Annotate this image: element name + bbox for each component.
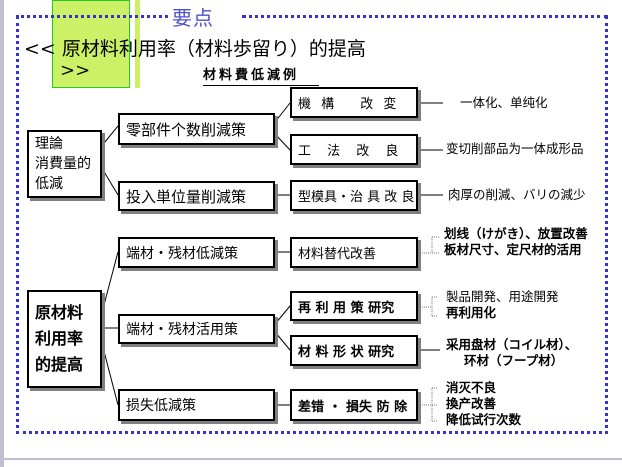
main-title-continuation: >>	[60, 60, 91, 81]
window-frame-left	[0, 0, 4, 467]
connector-line	[274, 331, 291, 351]
connector-line	[99, 164, 119, 196]
result-line: 消灭不良	[446, 380, 497, 395]
strategy-label: 端材・残材低減策	[126, 245, 238, 262]
result-text: 消灭不良 換产改善 降低试行次数	[446, 380, 521, 428]
root-label-line: 的提高	[35, 355, 84, 374]
highlight-rectangle	[52, 0, 130, 88]
measure-box: 差错 ・ 損失 防 除	[290, 389, 418, 421]
diagram-subtitle: 材料費低減例	[203, 64, 319, 86]
result-line: 划线（けがき）、放置改善	[444, 226, 588, 241]
result-line: 一体化、单纯化	[460, 95, 548, 110]
frame-top-left-dots	[16, 15, 168, 18]
result-text: 变切削部品为一体成形品	[446, 141, 584, 157]
section-title: 要点	[172, 6, 214, 30]
connector-line	[99, 251, 119, 321]
strategy-box: 零部件个数削減策	[118, 113, 275, 145]
connector-line	[274, 133, 291, 151]
result-line: 再利用化	[446, 305, 497, 320]
measure-label: 差错 ・ 損失 防 除	[298, 399, 408, 415]
measure-box: 型模具・治 具 改 良	[290, 180, 418, 211]
strategy-box: 端材・残材低減策	[118, 237, 275, 268]
result-text: 肉厚の削減、バリの減少	[448, 187, 586, 203]
root-label-line: 利用率	[35, 329, 84, 348]
dotted-bracket	[418, 387, 438, 422]
dotted-bracket	[418, 236, 440, 254]
result-text: 一体化、单纯化	[460, 95, 548, 111]
root-label-line: 消費量的	[35, 156, 91, 172]
connector-line	[274, 305, 291, 325]
measure-label: 機 構 改 変	[298, 97, 400, 112]
measure-label: 型模具・治 具 改 良	[298, 190, 415, 205]
result-line: 变切削部品为一体成形品	[446, 141, 584, 156]
result-line: 換产改善	[446, 396, 497, 411]
frame-top-right-dots	[242, 15, 608, 18]
result-line: 采用盘材（コイル材）、	[446, 337, 578, 352]
measure-label: 工 法 改 良	[298, 144, 405, 159]
measure-label: 材 料 形 状 研究	[298, 345, 395, 360]
connector-line	[99, 335, 119, 406]
result-line: 环材（フープ材）	[464, 353, 564, 368]
measure-box: 再 利 用 策 研究	[290, 291, 418, 321]
root-box-material-utilization: 原材料 利用率 的提高	[27, 290, 102, 388]
strategy-label: 投入単位量削減策	[126, 187, 247, 206]
result-text: 划线（けがき）、放置改善 板材尺寸、定尺材的活用	[444, 226, 588, 258]
result-line: 肉厚の削減、バリの減少	[448, 187, 586, 202]
strategy-box: 损失低減策	[118, 389, 275, 421]
window-frame-bottom	[0, 458, 622, 460]
result-text: 采用盘材（コイル材）、 环材（フープ材）	[446, 337, 577, 369]
root-label-line: 理論	[35, 136, 63, 152]
measure-box: 機 構 改 変	[290, 87, 418, 118]
strategy-label: 零部件个数削減策	[126, 120, 247, 139]
result-line: 製品開発、用途開発	[446, 289, 559, 304]
strategy-label: 损失低減策	[126, 398, 196, 414]
result-line: 板材尺寸、定尺材的活用	[444, 242, 582, 257]
key-points-frame	[16, 16, 608, 434]
measure-box: 材料替代改善	[290, 237, 418, 268]
measure-box: 材 料 形 状 研究	[290, 335, 418, 366]
measure-label: 再 利 用 策 研究	[298, 300, 395, 316]
result-line: 降低试行次数	[446, 412, 522, 427]
result-text: 製品開発、用途開発 再利用化	[446, 289, 559, 321]
root-label-line: 原材料	[35, 303, 84, 322]
connector-line	[274, 102, 291, 123]
strategy-label: 端材・残材活用策	[126, 322, 238, 338]
main-title: << 原材料利用率（材料歩留り）的提高	[24, 38, 366, 60]
measure-box: 工 法 改 良	[290, 134, 418, 165]
measure-label: 材料替代改善	[298, 247, 377, 262]
strategy-box: 端材・残材活用策	[118, 314, 275, 344]
root-box-theoretical-consumption: 理論 消費量的 低減	[27, 130, 102, 198]
highlight-bar	[135, 0, 140, 88]
connector-line	[99, 125, 119, 149]
strategy-box: 投入単位量削減策	[118, 181, 275, 211]
dotted-bracket	[418, 296, 438, 317]
root-label-line: 低減	[35, 176, 63, 192]
